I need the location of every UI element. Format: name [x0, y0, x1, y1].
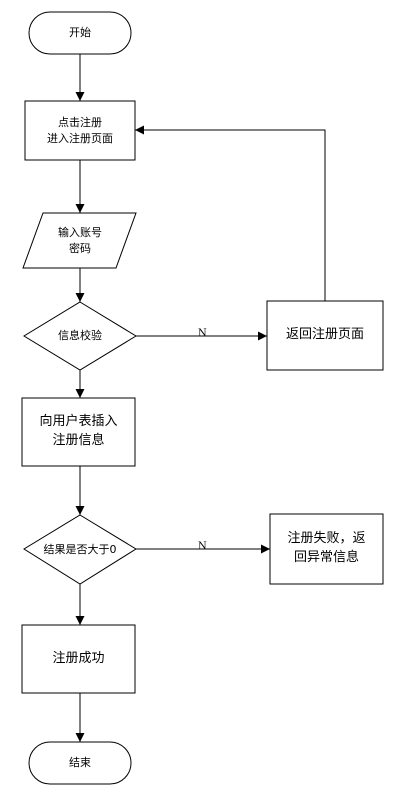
register-fail-box — [269, 513, 384, 585]
click-register-box — [24, 100, 136, 161]
validate-no-label: N — [198, 328, 207, 339]
check-result-no-label: N — [198, 541, 207, 552]
input-account-parallelogram — [22, 212, 137, 269]
validate-decision-diamond — [23, 301, 137, 371]
check-result-decision-diamond — [23, 514, 137, 585]
start-terminal — [28, 11, 132, 55]
register-success-box — [21, 624, 136, 694]
insert-user-box — [21, 397, 136, 467]
end-terminal — [28, 741, 132, 785]
edge-return-to-click — [135, 125, 326, 301]
return-page-box — [266, 300, 384, 371]
